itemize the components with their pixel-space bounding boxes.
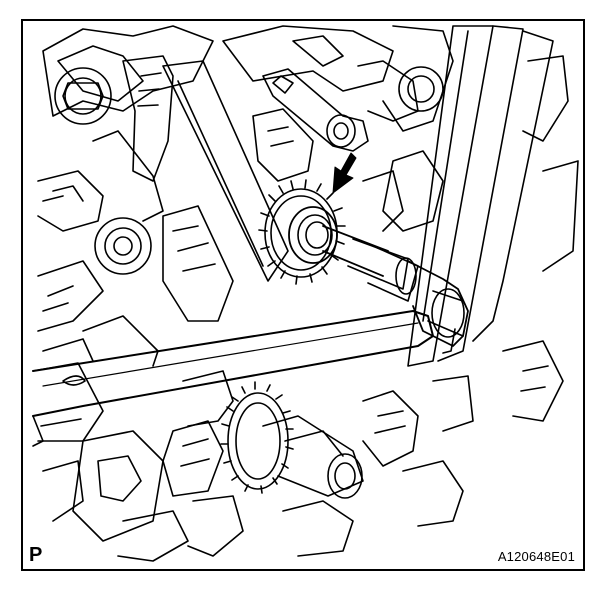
engine-illustration [32, 25, 579, 562]
figure-frame: P A120648E01 [21, 19, 585, 571]
chain-guide-right [362, 25, 579, 432]
figure-code: A120648E01 [497, 549, 575, 564]
sprocket-upper [258, 179, 346, 285]
sprocket-lower [42, 370, 464, 562]
breaker-bar [32, 310, 434, 447]
engine-block-left [37, 25, 289, 367]
figure-corner-label: P [29, 544, 43, 566]
camshaft-area [222, 25, 419, 182]
socket-extension [322, 225, 469, 354]
indicator-arrow [332, 152, 357, 194]
